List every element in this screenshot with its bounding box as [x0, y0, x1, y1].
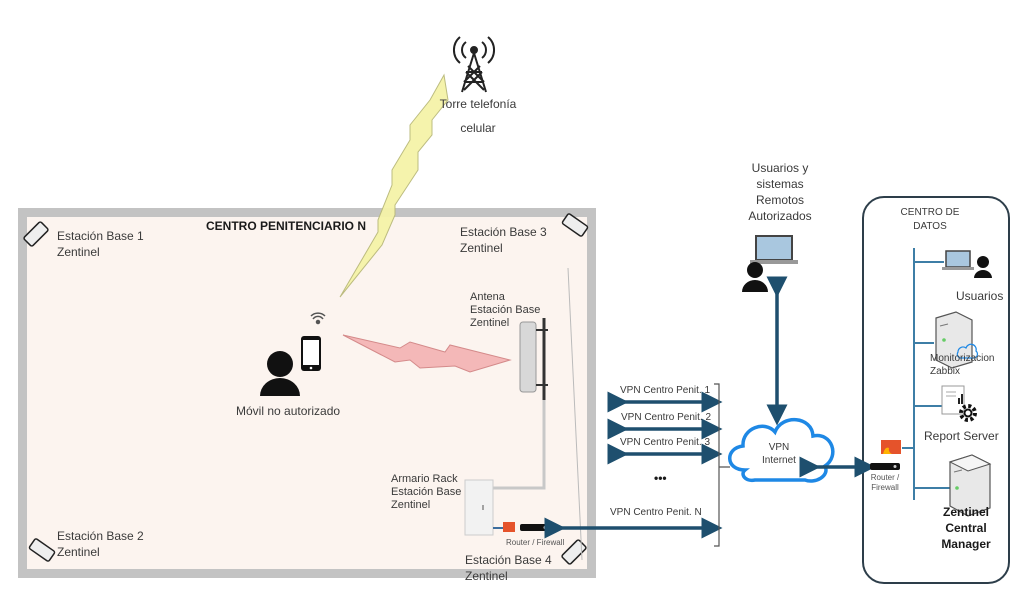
rack-cabinet-icon — [464, 479, 494, 536]
mobile-label: Móvil no autorizado — [236, 404, 341, 418]
base-station-3-label: Estación Base 3 Zentinel — [460, 224, 547, 256]
base-station-2-line2: Zentinel — [57, 545, 100, 559]
rack-line2: Estación Base — [391, 486, 462, 498]
remote-users-line1: Usuarios y — [751, 161, 809, 175]
cloud-line1: VPN — [768, 442, 790, 453]
vpn-link-2-label: VPN Centro Penit. 2 — [621, 412, 712, 423]
cloud-label: VPN Internet — [745, 441, 813, 467]
base-station-3-line2: Zentinel — [460, 241, 503, 255]
prison-router-icon — [520, 524, 550, 531]
base-station-1-line1: Estación Base 1 — [57, 229, 144, 243]
antenna-line3: Zentinel — [470, 317, 510, 329]
report-server-label: Report Server — [924, 429, 999, 443]
wifi-icon — [310, 312, 326, 325]
base-station-2-label: Estación Base 2 Zentinel — [57, 528, 144, 560]
base-station-1-icon — [23, 221, 49, 247]
prison-area — [18, 208, 596, 578]
antenna-label: Antena Estación Base Zentinel — [470, 291, 540, 330]
dc-users-label: Usuarios — [956, 289, 1004, 303]
base-station-3-line1: Estación Base 3 — [460, 225, 547, 239]
datacenter-title-line1: CENTRO DE — [900, 207, 960, 218]
prison-router-label: Router / Firewall — [506, 538, 565, 547]
vpn-arrows — [544, 391, 723, 539]
gear-icon — [959, 404, 977, 422]
rack-line3: Zentinel — [391, 499, 431, 511]
vpn-bracket — [714, 383, 730, 547]
monitoring-line2: Zabbix — [930, 366, 961, 377]
base-station-4-line2: Zentinel — [465, 569, 508, 583]
datacenter-router-icon — [870, 463, 900, 470]
dc-router-line1: Router / — [870, 473, 900, 482]
dc-router-label: Router / Firewall — [860, 473, 910, 493]
base-station-4-icon — [561, 539, 587, 565]
remote-laptop-icon — [750, 235, 798, 264]
vpn-ellipsis: ••• — [654, 471, 667, 485]
remote-users-label: Usuarios y sistemas Remotos Autorizados — [730, 160, 830, 224]
monitoring-server-icon — [935, 311, 978, 369]
datacenter-title: CENTRO DE DATOS — [880, 206, 980, 234]
base-station-1-line2: Zentinel — [57, 245, 100, 259]
datacenter-bus — [902, 248, 950, 500]
remote-person-icon — [742, 262, 768, 292]
tower-label: Torre telefonía celular — [430, 96, 526, 136]
base-station-4-line1: Estación Base 4 — [465, 553, 552, 567]
rack-label: Armario Rack Estación Base Zentinel — [391, 473, 461, 512]
dc-laptop-icon — [942, 250, 974, 270]
manager-line1: Zentinel — [942, 505, 989, 519]
central-manager-server-icon — [948, 454, 992, 517]
base-station-1-label: Estación Base 1 Zentinel — [57, 228, 144, 260]
tower-label-line2: celular — [460, 121, 496, 135]
datacenter-title-line2: DATOS — [913, 221, 947, 232]
vpn-link-1-label: VPN Centro Penit. 1 — [620, 385, 711, 396]
antenna-line1: Antena — [470, 291, 505, 303]
central-manager-label: Zentinel Central Manager — [926, 504, 1006, 552]
base-station-3-icon — [561, 213, 589, 237]
manager-line2: Central — [945, 521, 987, 535]
rack-line1: Armario Rack — [391, 473, 458, 485]
vpn-link-3-label: VPN Centro Penit. 3 — [620, 437, 711, 448]
monitoring-label: Monitorizacion Zabbix — [930, 352, 994, 378]
dc-router-line2: Firewall — [871, 483, 899, 492]
cell-signal-lightning — [339, 73, 449, 298]
cloud-line2: Internet — [762, 455, 796, 466]
tower-label-line1: Torre telefonía — [439, 97, 517, 111]
remote-users-line4: Autorizados — [748, 209, 812, 223]
base-station-4-label: Estación Base 4 Zentinel — [465, 552, 552, 584]
person-icon — [260, 351, 300, 396]
dc-person-icon — [974, 256, 992, 278]
antenna-line2: Estación Base — [470, 304, 541, 316]
report-server-icon — [941, 385, 965, 415]
antenna-icon — [519, 318, 548, 400]
base-station-2-icon — [28, 538, 56, 562]
cell-tower-icon — [453, 36, 495, 93]
datacenter-firewall-icon — [881, 440, 901, 454]
phone-icon — [301, 336, 321, 371]
prison-title: CENTRO PENITENCIARIO N — [206, 219, 367, 233]
remote-users-line3: Remotos — [755, 193, 805, 207]
prison-firewall-icon — [493, 522, 515, 532]
base-station-2-line1: Estación Base 2 — [57, 529, 144, 543]
jamming-signal-lightning — [342, 334, 512, 373]
vpn-link-n-label: VPN Centro Penit. N — [610, 507, 702, 518]
remote-users-line2: sistemas — [756, 177, 804, 191]
monitoring-line1: Monitorizacion — [930, 353, 995, 364]
manager-line3: Manager — [941, 537, 991, 551]
